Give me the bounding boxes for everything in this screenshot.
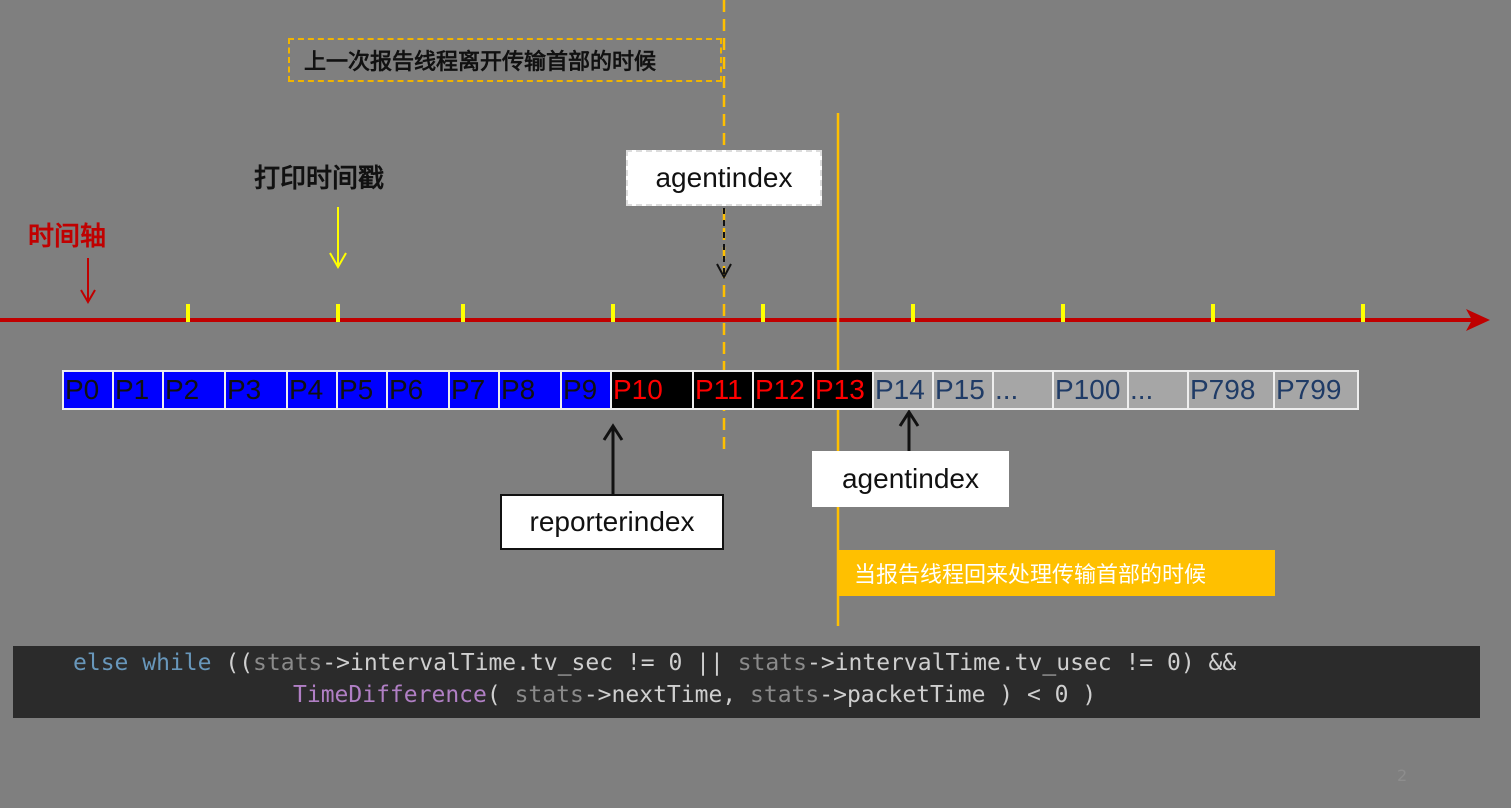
print-timestamp-label: 打印时间戳 [254,164,385,194]
reporter-arrow-head [602,423,624,441]
packet-cell: P11 [692,370,754,410]
time-axis-pointer-head [80,289,96,304]
reporter-index-box: reporterindex [500,494,724,550]
packet-cell: ... [992,370,1054,410]
packet-cell: P13 [812,370,874,410]
agent-top-arrow-head [716,263,732,280]
packet-cell: P15 [932,370,994,410]
code-var: stats [253,650,323,676]
axis-tick [1361,304,1365,322]
return-process-label: 当报告线程回来处理传输首部的时候 [838,550,1275,596]
packet-cell: P6 [386,370,450,410]
timestamp-arrow-head [329,252,347,270]
packet-cell: P14 [872,370,934,410]
code-line-1: else while ((stats->intervalTime.tv_sec … [73,650,1236,676]
packet-cell: P4 [286,370,338,410]
packet-cell: P798 [1187,370,1275,410]
code-keyword-else: else [73,650,129,676]
prev-leave-label: 上一次报告线程离开传输首部的时候 [288,38,722,82]
packet-cell: P7 [448,370,500,410]
code-var: stats [750,682,820,708]
packet-cell: P799 [1273,370,1359,410]
packet-cell: P10 [610,370,694,410]
packet-cell: P3 [224,370,288,410]
axis-tick [461,304,465,322]
axis-tick [611,304,615,322]
code-function: TimeDifference [293,682,487,708]
code-line-2: TimeDifference( stats->nextTime, stats->… [293,682,1096,708]
code-text: ( [486,682,515,708]
code-text: ->nextTime, [583,682,750,708]
code-var: stats [514,682,584,708]
packet-cell: P2 [162,370,226,410]
axis-tick [911,304,915,322]
packet-cell: P1 [112,370,164,410]
code-var: stats [737,650,807,676]
axis-tick [1061,304,1065,322]
packet-cell: P12 [752,370,814,410]
packet-cell: ... [1127,370,1189,410]
code-text: ->packetTime ) < 0 ) [819,682,1097,708]
code-text: ->intervalTime.tv_sec != 0 || [322,650,738,676]
code-text: ->intervalTime.tv_usec != 0) && [806,650,1237,676]
packet-cell: P0 [62,370,114,410]
axis-ticks [186,304,1365,322]
packet-cell: P5 [336,370,388,410]
packet-cell: P9 [560,370,612,410]
axis-tick [1211,304,1215,322]
axis-tick [186,304,190,322]
packet-cell: P100 [1052,370,1129,410]
axis-tick [336,304,340,322]
axis-tick [761,304,765,322]
code-keyword-while: while [142,650,212,676]
time-axis-label: 时间轴 [28,222,107,252]
agent-index-bottom-box: agentindex [812,451,1009,507]
packet-cell: P8 [498,370,562,410]
time-axis-arrowhead [1466,309,1490,331]
code-text: (( [211,650,254,676]
page-number: 2 [1397,766,1408,785]
code-snippet: else while ((stats->intervalTime.tv_sec … [13,646,1480,718]
agent-bottom-arrow-head [898,409,920,427]
agent-index-top-box: agentindex [626,150,822,206]
